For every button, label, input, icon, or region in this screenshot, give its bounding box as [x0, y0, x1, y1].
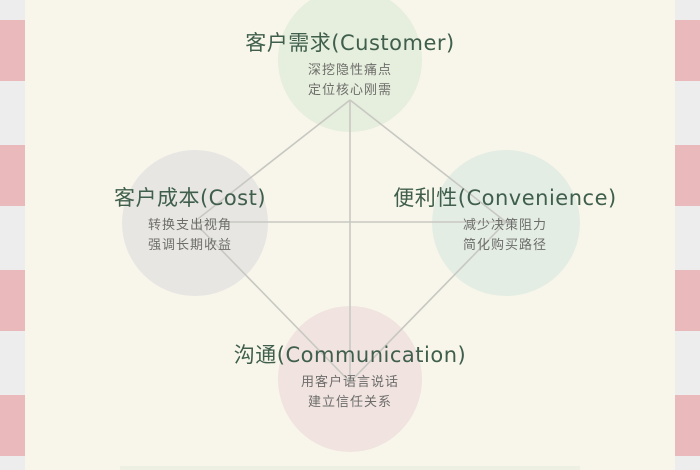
convenience-title: 便利性(Convenience): [393, 186, 617, 210]
line-convenience-communication: [349, 221, 507, 383]
cost-desc-line-2: 强调长期收益: [147, 238, 233, 253]
customer-title: 客户需求(Customer): [245, 31, 455, 55]
line-customer-cost: [193, 99, 351, 223]
bottom-panel-edge: [120, 466, 580, 470]
stripe-block: [0, 145, 25, 206]
communication-desc-line-2: 建立信任关系: [307, 395, 392, 410]
communication-title: 沟通(Communication): [233, 343, 467, 367]
line-customer-convenience: [349, 99, 507, 223]
communication-desc-line-1: 用客户语言说话: [300, 375, 399, 390]
stripe-block: [675, 270, 700, 331]
stripe-block: [0, 395, 25, 456]
customer-desc-line-2: 定位核心刚需: [307, 83, 392, 98]
cost-desc-line-1: 转换支出视角: [147, 218, 233, 233]
convenience-desc-line-2: 简化购买路径: [462, 238, 547, 253]
stripe-block: [0, 270, 25, 331]
communication-node: 沟通(Communication) 用客户语言说话 建立信任关系: [234, 342, 466, 413]
line-cost-communication: [193, 221, 351, 383]
convenience-desc-line-1: 减少决策阻力: [462, 218, 547, 233]
cost-node: 客户成本(Cost) 转换支出视角 强调长期收益: [114, 185, 266, 256]
stripe-block: [0, 20, 25, 81]
customer-node: 客户需求(Customer) 深挖隐性痛点 定位核心刚需: [245, 30, 454, 101]
cost-title: 客户成本(Cost): [113, 186, 267, 210]
stripe-block: [675, 145, 700, 206]
convenience-node: 便利性(Convenience) 减少决策阻力 简化购买路径: [393, 185, 616, 256]
left-decorative-stripe: [0, 0, 25, 470]
stripe-block: [675, 20, 700, 81]
right-decorative-stripe: [675, 0, 700, 470]
customer-desc-line-1: 深挖隐性痛点: [307, 63, 392, 78]
stripe-block: [675, 395, 700, 456]
